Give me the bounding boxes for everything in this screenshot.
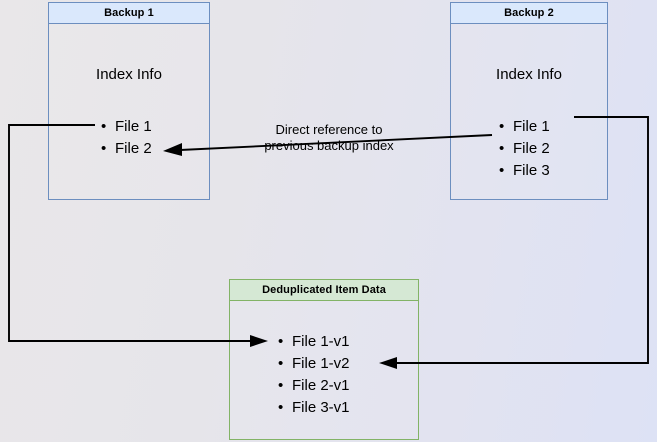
list-item: File 2 <box>499 138 550 160</box>
backup-1-box[interactable]: Backup 1 Index Info File 1 File 2 <box>48 2 210 200</box>
backup-2-file-list: File 1 File 2 File 3 <box>499 116 550 182</box>
list-item: File 3 <box>499 160 550 182</box>
list-item: File 3-v1 <box>278 397 350 419</box>
deduplicated-item-data-body: File 1-v1 File 1-v2 File 2-v1 File 3-v1 <box>230 301 418 439</box>
direct-reference-label: Direct reference to previous backup inde… <box>264 122 394 153</box>
list-item: File 1 <box>101 116 152 138</box>
backup-1-index-info-label: Index Info <box>96 66 162 83</box>
deduplicated-item-data-box[interactable]: Deduplicated Item Data File 1-v1 File 1-… <box>229 279 419 440</box>
backup-2-body: Index Info File 1 File 2 File 3 <box>451 24 607 199</box>
list-item: File 2 <box>101 138 152 160</box>
dedup-file-list: File 1-v1 File 1-v2 File 2-v1 File 3-v1 <box>278 331 350 419</box>
backup-1-body: Index Info File 1 File 2 <box>49 24 209 199</box>
list-item: File 1-v1 <box>278 331 350 353</box>
list-item: File 1 <box>499 116 550 138</box>
deduplicated-item-data-header: Deduplicated Item Data <box>230 280 418 301</box>
backup-1-file-list: File 1 File 2 <box>101 116 152 160</box>
list-item: File 1-v2 <box>278 353 350 375</box>
list-item: File 2-v1 <box>278 375 350 397</box>
backup-2-index-info-label: Index Info <box>496 66 562 83</box>
backup-2-box[interactable]: Backup 2 Index Info File 1 File 2 File 3 <box>450 2 608 200</box>
backup-2-header: Backup 2 <box>451 3 607 24</box>
backup-1-header: Backup 1 <box>49 3 209 24</box>
